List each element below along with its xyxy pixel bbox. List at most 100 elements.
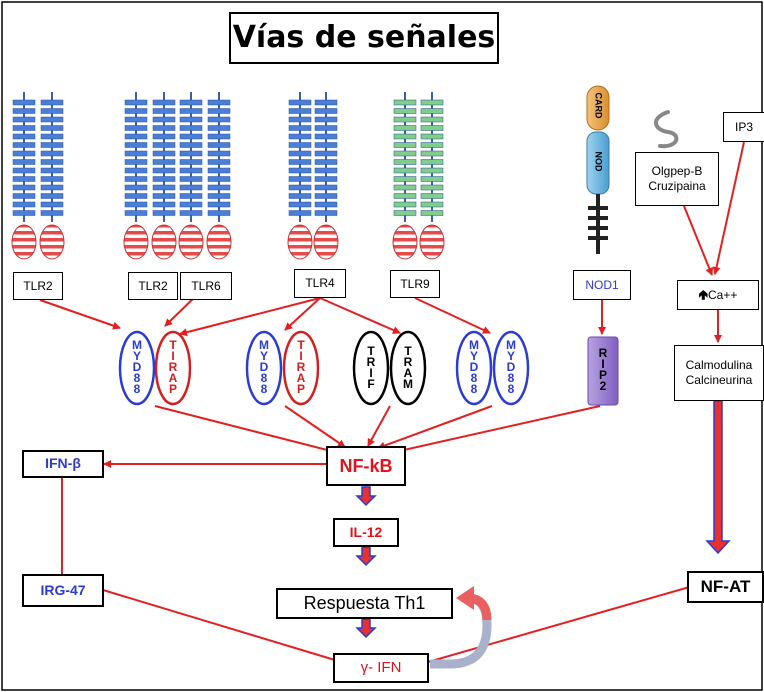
tlr-rung	[179, 167, 203, 174]
tlr-rung	[40, 201, 64, 208]
tlr-rung	[288, 108, 312, 114]
tlr-rung	[152, 125, 176, 131]
tlr-rung	[288, 142, 312, 148]
tlr-rung	[207, 184, 231, 191]
tlr-rung	[152, 184, 176, 191]
tlr-rung	[207, 176, 231, 182]
tlr-stem	[218, 92, 220, 222]
tlr-rung	[124, 193, 148, 199]
tlr4-label: TLR4	[294, 269, 346, 298]
tlr-stem	[135, 92, 137, 222]
tlr6-label: TLR6	[180, 272, 232, 300]
tlr-rung	[420, 142, 444, 148]
tlr-rung	[288, 159, 312, 165]
tlr-rung	[124, 159, 148, 165]
tlr-rung	[40, 133, 64, 140]
tlr-rung	[420, 99, 444, 106]
myd88-text-2: M Y D 8 8	[259, 338, 269, 396]
feedback-arrowhead	[456, 586, 474, 610]
tlr-rung	[207, 108, 231, 114]
tlr-tir-domain	[392, 224, 418, 260]
tirap-oval-2	[282, 330, 320, 406]
tlr-rung	[179, 108, 203, 114]
tlr-rung	[152, 176, 176, 182]
tlr-rung	[288, 125, 312, 131]
tlr-rung	[314, 210, 338, 216]
tlr-rung	[420, 116, 444, 123]
tlr-rung	[179, 142, 203, 148]
tlr-rung	[420, 193, 444, 199]
nod1-label: NOD1	[573, 270, 631, 300]
tlr-tir-domain	[123, 224, 149, 260]
tlr-rung	[314, 142, 338, 148]
tlr-rung	[207, 116, 231, 123]
tlr-stem	[23, 92, 25, 222]
tlr-rung	[12, 167, 36, 174]
tlr-rung	[207, 167, 231, 174]
tlr-rung	[124, 201, 148, 208]
myd88-text-1: M Y D 8 8	[132, 338, 142, 396]
page-title: Vías de señales	[229, 12, 499, 64]
tlr-rung	[12, 150, 36, 157]
tlr-rung	[288, 116, 312, 123]
tlr-rung	[314, 193, 338, 199]
card-text: CARD	[593, 92, 604, 119]
tlr-rung	[288, 176, 312, 182]
th1-label: Respuesta Th1	[276, 588, 453, 619]
tlr-rung	[152, 210, 176, 216]
tlr-tir-domain	[287, 224, 313, 260]
tlr-rung	[124, 210, 148, 216]
tlr-rung	[12, 142, 36, 148]
tlr-stem	[325, 92, 327, 222]
tlr-rung	[314, 201, 338, 208]
rip2-box	[587, 336, 619, 406]
il12-label: IL-12	[333, 518, 399, 547]
tlr-tir-domain	[151, 224, 177, 260]
tlr-rung	[152, 99, 176, 106]
tram-oval	[389, 330, 427, 406]
myd88-oval-3	[455, 330, 493, 406]
nod1-receptor	[586, 85, 610, 254]
tlr-stem	[404, 92, 406, 222]
tlr-tir-domain	[206, 224, 232, 260]
tlr9-label: TLR9	[390, 270, 440, 298]
tlr-rung	[124, 142, 148, 148]
trif-oval	[352, 330, 390, 406]
tlr-rung	[420, 133, 444, 140]
tlr-rung	[207, 193, 231, 199]
tlr-rung	[393, 108, 417, 114]
tlr-rung	[40, 176, 64, 182]
tlr-rung	[420, 125, 444, 131]
tlr-rung	[393, 184, 417, 191]
ip3-label: IP3	[723, 112, 764, 142]
tlr-rung	[12, 159, 36, 165]
tirap-text-1: T I R A P	[168, 338, 178, 396]
tlr-rung	[420, 210, 444, 216]
tlr-stem	[431, 92, 433, 222]
tlr-rung	[124, 184, 148, 191]
tlr-rung	[288, 193, 312, 199]
tlr-stem	[51, 92, 53, 222]
tlr-rung	[314, 133, 338, 140]
tlr-rung	[40, 193, 64, 199]
tlr-rung	[40, 116, 64, 123]
tlr-rung	[207, 99, 231, 106]
tlr-rung	[40, 210, 64, 216]
tlr-rung	[393, 125, 417, 131]
tlr-rung	[314, 184, 338, 191]
ifnb-label: IFN-β	[22, 450, 104, 478]
tlr-rung	[420, 184, 444, 191]
tlr-rung	[393, 167, 417, 174]
tlr-rung	[152, 201, 176, 208]
tlr-rung	[179, 210, 203, 216]
tlr-rung	[314, 167, 338, 174]
tlr-rung	[314, 99, 338, 106]
tlr-rung	[12, 193, 36, 199]
tlr-rung	[40, 125, 64, 131]
tlr-rung	[207, 133, 231, 140]
tlr-rung	[40, 108, 64, 114]
tlr-rung	[314, 116, 338, 123]
tlr-rung	[179, 125, 203, 131]
tlr-rung	[420, 167, 444, 174]
